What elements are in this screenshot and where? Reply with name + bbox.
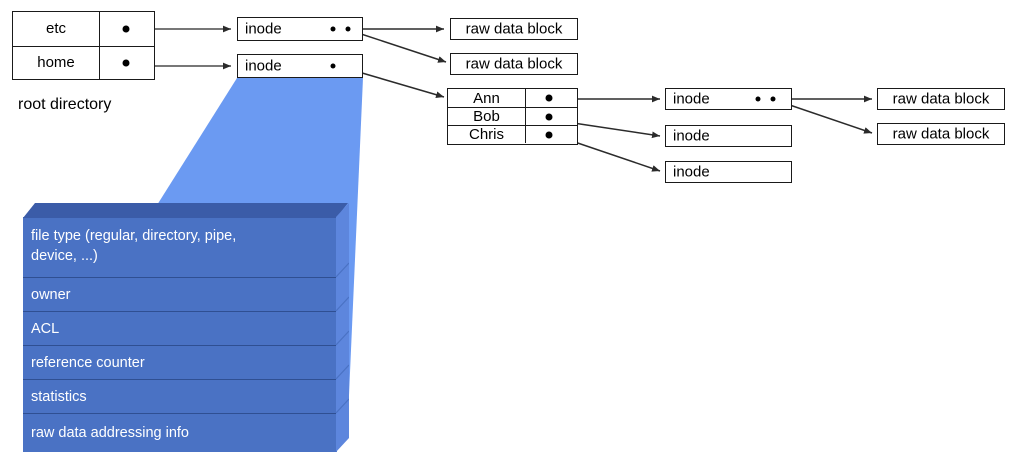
dir-entry-name: Bob — [448, 108, 526, 125]
pointer-dot — [545, 131, 553, 138]
raw-data-block-etc-2[interactable]: raw data block — [450, 53, 578, 75]
table-row[interactable]: Bob — [448, 107, 577, 125]
detail-row-text: raw data addressing info — [31, 425, 189, 441]
raw-data-block-ann-2[interactable]: raw data block — [877, 123, 1005, 145]
raw-data-block-label: raw data block — [892, 125, 990, 143]
detail-row-acl: ACL — [23, 311, 337, 345]
pointer-dot — [122, 25, 130, 33]
dir-entry-name: etc — [13, 12, 100, 46]
dir-entry-name: home — [13, 46, 100, 79]
detail-row-owner: owner — [23, 277, 337, 311]
inode-pointer-dot — [345, 26, 351, 32]
detail-row-text: owner — [31, 286, 71, 303]
root-directory-caption: root directory — [18, 96, 112, 113]
detail-row-statistics: statistics — [23, 379, 337, 413]
dir-entry-pointer — [100, 12, 154, 46]
inode-pointer-dot — [770, 96, 776, 102]
raw-data-block-etc-1[interactable]: raw data block — [450, 18, 578, 40]
dir-entry-name: Ann — [448, 89, 526, 107]
table-row[interactable]: Chris — [448, 125, 577, 143]
raw-data-block-ann-1[interactable]: raw data block — [877, 88, 1005, 110]
detail-block-front-face: file type (regular, directory, pipe, dev… — [23, 217, 337, 452]
pointer-dot — [122, 59, 130, 67]
inode-etc[interactable]: inode — [237, 17, 363, 41]
inode-pointer-dot — [330, 26, 336, 32]
detail-row-text: statistics — [31, 388, 87, 405]
detail-block-top-face — [23, 203, 348, 218]
detail-block-side-face — [336, 203, 349, 452]
detail-row-file-type: file type (regular, directory, pipe, dev… — [23, 217, 337, 277]
inode-label: inode — [673, 90, 710, 108]
inode-home[interactable]: inode — [237, 54, 363, 78]
dir-entry-pointer — [526, 126, 577, 143]
inode-detail-block: file type (regular, directory, pipe, dev… — [23, 203, 349, 452]
table-row[interactable]: home — [13, 45, 154, 80]
home-directory-table: Ann Bob Chris — [447, 88, 578, 145]
inode-bob[interactable]: inode — [665, 125, 792, 147]
dir-entry-pointer — [100, 47, 154, 80]
inode-chris[interactable]: inode — [665, 161, 792, 183]
pointer-dot — [545, 94, 553, 102]
table-row[interactable]: Ann — [448, 89, 577, 107]
pointer-dot — [545, 113, 553, 120]
root-directory-table: etc home — [12, 11, 155, 80]
inode-label: inode — [673, 127, 710, 145]
dir-entry-name: Chris — [448, 126, 526, 143]
dir-entry-pointer — [526, 89, 577, 107]
raw-data-block-label: raw data block — [465, 55, 563, 73]
detail-row-text-line1: file type (regular, directory, pipe, — [31, 228, 237, 245]
inode-label: inode — [245, 20, 282, 38]
inode-pointer-dot — [755, 96, 761, 102]
dir-entry-pointer — [526, 108, 577, 125]
detail-row-text-line2: device, ...) — [31, 248, 98, 264]
detail-row-raw-data-addressing-info: raw data addressing info — [23, 413, 337, 452]
inode-ann[interactable]: inode — [665, 88, 792, 110]
table-row[interactable]: etc — [13, 12, 154, 46]
raw-data-block-label: raw data block — [892, 90, 990, 108]
inode-pointer-dot — [330, 63, 336, 69]
detail-row-reference-counter: reference counter — [23, 345, 337, 379]
detail-row-text: ACL — [31, 320, 60, 337]
inode-label: inode — [673, 163, 710, 181]
detail-row-text: reference counter — [31, 354, 145, 371]
inode-label: inode — [245, 57, 282, 75]
raw-data-block-label: raw data block — [465, 20, 563, 38]
